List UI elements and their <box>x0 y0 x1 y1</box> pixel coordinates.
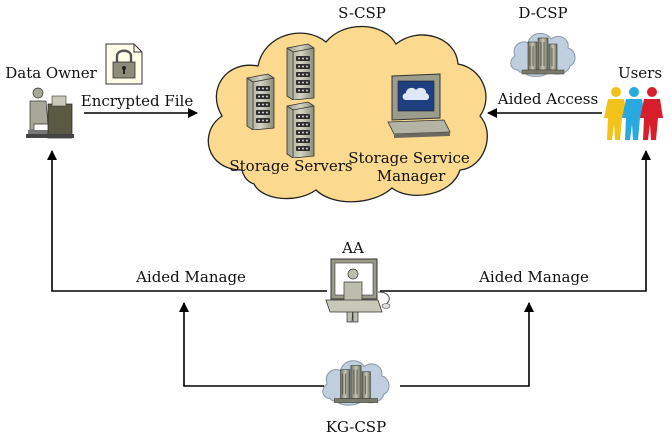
aa-to-owner-arrow <box>47 150 327 292</box>
aided-manage-right-label: Aided Manage <box>478 268 589 286</box>
admin-terminal-icon <box>325 258 391 323</box>
storage-service-manager-label-line2: Manager <box>377 167 446 185</box>
s-csp-cloud <box>207 25 488 203</box>
user-group-icon <box>604 87 663 140</box>
aided-access-label: Aided Access <box>497 90 598 108</box>
person-at-desk-icon <box>26 87 74 139</box>
d-csp-label: D-CSP <box>518 4 567 22</box>
storage-server-icon <box>286 101 315 158</box>
kg-csp-label: KG-CSP <box>326 418 386 436</box>
data-owner-label: Data Owner <box>5 64 97 82</box>
storage-servers-label: Storage Servers <box>229 157 352 175</box>
d-csp-datacenter-icon <box>510 32 576 77</box>
kg-to-right-arrow <box>400 302 534 387</box>
storage-server-icon <box>286 43 315 100</box>
storage-service-manager-label: Storage Service <box>348 149 470 167</box>
kg-csp-datacenter-icon <box>322 360 390 406</box>
aa-label: AA <box>341 239 364 257</box>
users-label: Users <box>618 64 662 82</box>
file-lock-icon <box>105 43 143 85</box>
encrypted-file-label: Encrypted File <box>81 92 194 110</box>
aided-manage-left-label: Aided Manage <box>135 268 246 286</box>
monitor-icon <box>387 73 451 138</box>
storage-server-icon <box>246 73 275 130</box>
aa-to-users-arrow <box>380 150 651 292</box>
s-csp-label: S-CSP <box>338 4 386 22</box>
kg-to-left-arrow <box>179 302 324 387</box>
